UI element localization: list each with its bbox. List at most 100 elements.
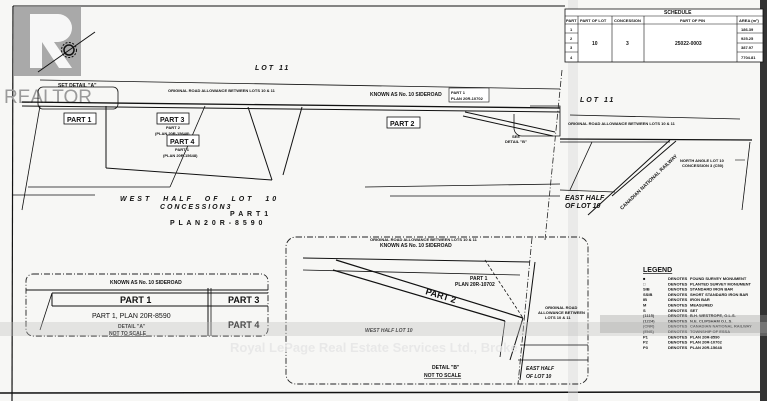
legend-meaning: SHORT STANDARD IRON BAR: [690, 292, 748, 297]
legend-symbol: □: [643, 281, 646, 286]
detail-b-scale: NOT TO SCALE: [424, 373, 462, 379]
schedule-header-pin: PART OF PIN: [680, 18, 705, 23]
fold-shadow: [568, 0, 578, 401]
schedule-pin: 25022-0003: [675, 41, 702, 47]
detail-b-east-half-2: OF LOT 10: [526, 374, 552, 380]
north-angle-label: NORTH ANGLE LOT 10: [680, 158, 725, 163]
road-allowance-label-right: ORIGINAL ROAD ALLOWANCE BETWEEN LOTS 10 …: [568, 121, 676, 126]
legend-symbol: P2: [643, 340, 649, 345]
part-4-label: PART 4 PART 1 (PLAN 20R-15648): [163, 134, 200, 158]
legend-denotes: DENOTES: [668, 318, 688, 323]
frame-left: [11, 5, 14, 401]
detail-b: ORIGINAL ROAD ALLOWANCE BETWEEN LOTS 10 …: [285, 236, 589, 385]
detail-b-road-side-3: LOTS 10 & 11: [545, 315, 571, 320]
legend-meaning: N.E. CLIPSHAM O.L.S.: [690, 318, 732, 323]
legend-symbol: (ENS): [643, 329, 655, 334]
smudge: [0, 322, 767, 336]
schedule-part-2: 2: [570, 36, 573, 41]
svg-text:PART 1: PART 1: [175, 147, 190, 152]
detail-a-title: DETAIL "A": [118, 324, 146, 330]
legend-denotes: DENOTES: [668, 345, 688, 350]
legend-meaning: CANADIAN NATIONAL RAILWAY: [690, 324, 752, 329]
detail-a-part-1: PART 1: [120, 295, 151, 305]
legend-denotes: DENOTES: [668, 281, 688, 286]
see-detail-b-label-2: DETAIL "B": [505, 139, 527, 144]
schedule-area-1: 186.39: [741, 27, 754, 32]
schedule-concession: 3: [626, 41, 629, 47]
road-allowance-label: ORIGINAL ROAD ALLOWANCE BETWEEN LOTS 10 …: [168, 88, 276, 93]
part1-plan-label: P A R T 1: [230, 211, 269, 218]
lot-11-label: LOT 11: [255, 65, 290, 72]
legend-denotes: DENOTES: [668, 334, 688, 339]
legend-denotes: DENOTES: [668, 276, 688, 281]
legend-denotes: DENOTES: [668, 340, 688, 345]
sideroad-label: KNOWN AS No. 10 SIDEROAD: [370, 92, 442, 98]
paper-edge: [760, 0, 767, 401]
legend-meaning: PLAN 20R-15648: [690, 345, 723, 350]
schedule-header-part: PART: [566, 18, 577, 23]
legend-symbol: (1224): [643, 318, 655, 323]
smudge-right: [600, 315, 767, 333]
north-arrow-icon: [37, 31, 96, 73]
svg-text:PART 1: PART 1: [451, 90, 466, 95]
schedule-table: SCHEDULE PART PART OF LOT CONCESSION PAR…: [564, 8, 764, 63]
detail-b-plan-ref-2: PLAN 20R-10702: [455, 282, 495, 288]
detail-b-road-side: ORIGINAL ROAD: [545, 305, 577, 310]
legend-symbol: ■: [643, 276, 646, 281]
plan-ref-box: PART 1 PLAN 20R-10702: [448, 87, 490, 103]
svg-text:PART 3: PART 3: [160, 117, 184, 124]
part-3-label: PART 3 PART 2 (PLAN 20R-15648): [155, 112, 190, 136]
legend-meaning: PLANTED SURVEY MONUMENT: [690, 281, 752, 286]
legend-denotes: DENOTES: [668, 297, 688, 302]
detail-b-sideroad: KNOWN AS No. 10 SIDEROAD: [380, 243, 452, 249]
detail-b-plan-ref: PART 1: [470, 276, 488, 282]
svg-text:PART 2: PART 2: [390, 121, 414, 128]
legend-meaning: FOUND SURVEY MONUMENT: [690, 276, 747, 281]
legend-meaning: TOWNSHIP OF ESSA: [690, 329, 730, 334]
schedule-header-area: AREA (m²): [739, 18, 760, 23]
lot-11-label-right: LOT 11: [580, 97, 615, 104]
schedule-title: SCHEDULE: [664, 10, 692, 16]
detail-a-part-3: PART 3: [228, 295, 259, 305]
detail-b-east-half: EAST HALF: [526, 366, 555, 372]
legend-meaning: SET: [690, 308, 698, 313]
detail-a-sideroad: KNOWN AS No. 10 SIDEROAD: [110, 280, 182, 286]
legend-denotes: DENOTES: [668, 287, 688, 292]
svg-text:PLAN 20R-10702: PLAN 20R-10702: [451, 96, 484, 101]
detail-b-road-allowance: ORIGINAL ROAD ALLOWANCE BETWEEN LOTS 10 …: [370, 237, 478, 242]
main-plan-lines: [12, 69, 753, 241]
part1-plan-label-2: P L A N 2 0 R - 8 5 9 0: [170, 220, 263, 227]
east-half-label-2: OF LOT 10: [565, 203, 601, 210]
part-1-label: PART 1: [63, 112, 97, 125]
schedule-part-3: 3: [570, 45, 573, 50]
see-detail-a-label: SET DETAIL "A": [58, 83, 97, 89]
legend-meaning: MEASURED: [690, 303, 713, 308]
legend-symbol: (1115): [643, 313, 655, 318]
svg-text:PART 1: PART 1: [67, 117, 91, 124]
legend-meaning: B.H. WESTROPE, O.L.S.: [690, 313, 736, 318]
legend-title: LEGEND: [643, 267, 672, 274]
svg-text:(PLAN 20R-15648): (PLAN 20R-15648): [163, 153, 198, 158]
brokerage-watermark: Royal LePage Real Estate Services Ltd., …: [230, 340, 518, 355]
frame-bottom: [0, 391, 767, 394]
schedule-header-part-of-lot: PART OF LOT: [580, 18, 607, 23]
west-half-label: WEST HALF OF LOT 10: [120, 196, 279, 203]
legend-denotes: DENOTES: [668, 303, 688, 308]
schedule-part-of-lot: 10: [592, 41, 598, 47]
detail-b-west-half: WEST HALF LOT 10: [365, 328, 413, 334]
schedule-part-1: 1: [570, 27, 573, 32]
detail-a-scale: NOT TO SCALE: [109, 331, 147, 337]
legend-denotes: DENOTES: [668, 313, 688, 318]
east-half-label: EAST HALF: [565, 195, 605, 202]
legend-meaning: IRON BAR: [690, 297, 710, 302]
legend-symbol: S: [643, 308, 646, 313]
realtor-logo: REALTOR: [4, 6, 92, 108]
svg-text:PART 2: PART 2: [166, 125, 181, 130]
legend-symbol: SSIB: [643, 292, 652, 297]
legend-denotes: DENOTES: [668, 308, 688, 313]
see-detail-b-label: SEE: [512, 134, 520, 139]
schedule-header-concession: CONCESSION: [614, 18, 641, 23]
svg-text:(PLAN 20R-15648): (PLAN 20R-15648): [155, 131, 190, 136]
